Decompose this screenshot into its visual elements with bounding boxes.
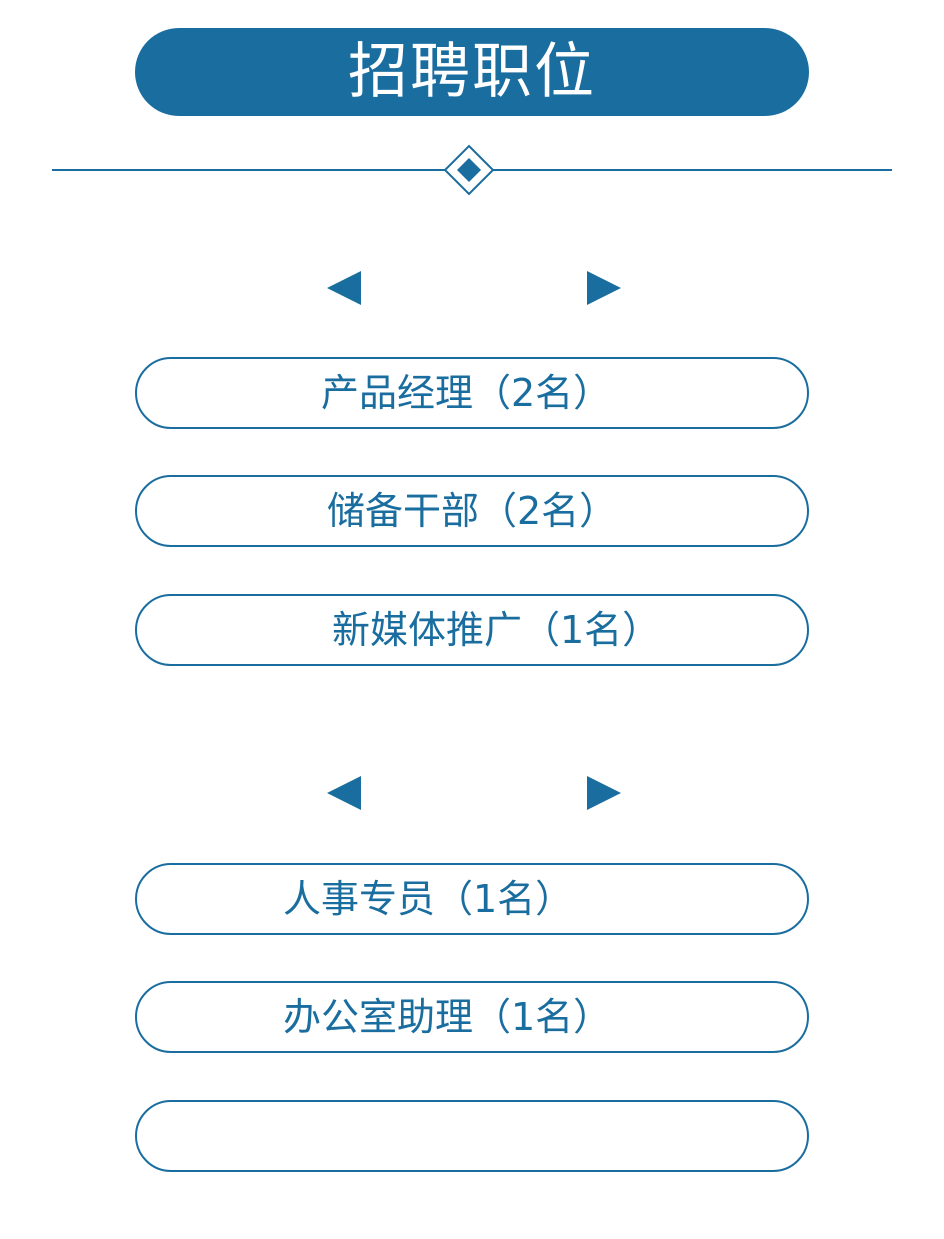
carousel-nav-2: [0, 773, 944, 813]
job-label: 储备干部（2名）: [327, 489, 618, 533]
job-label: 办公室助理（1名）: [283, 995, 612, 1039]
job-label: 人事专员（1名）: [283, 877, 574, 921]
job-item[interactable]: 储备干部（2名）: [135, 475, 809, 547]
diamond-icon: [443, 144, 495, 196]
title-banner: 招聘职位: [135, 28, 809, 116]
right-triangle-icon[interactable]: [587, 776, 621, 810]
left-triangle-icon[interactable]: [327, 776, 361, 810]
right-triangle-icon[interactable]: [587, 271, 621, 305]
job-item[interactable]: 新媒体推广（1名）: [135, 594, 809, 666]
job-item-empty[interactable]: [135, 1100, 809, 1172]
job-item[interactable]: 产品经理（2名）: [135, 357, 809, 429]
job-label: 产品经理（2名）: [321, 371, 612, 415]
left-triangle-icon[interactable]: [327, 271, 361, 305]
carousel-nav-1: [0, 268, 944, 308]
job-item[interactable]: 人事专员（1名）: [135, 863, 809, 935]
page-title: 招聘职位: [348, 37, 596, 107]
job-item[interactable]: 办公室助理（1名）: [135, 981, 809, 1053]
job-label: 新媒体推广（1名）: [332, 608, 661, 652]
